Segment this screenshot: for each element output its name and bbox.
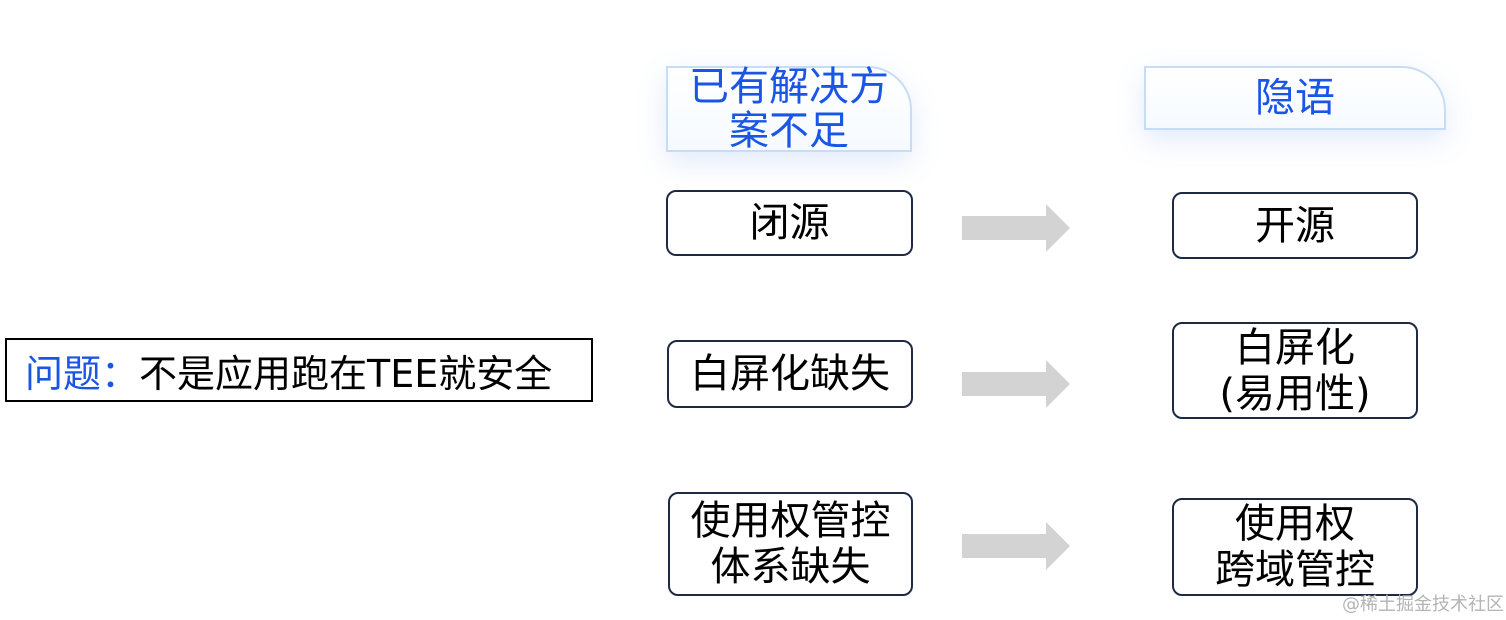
problem-text: 不是应用跑在TEE就安全 xyxy=(139,351,553,396)
left-item-no-usage-control: 使用权管控 体系缺失 xyxy=(668,492,913,596)
problem-prefix: 问题： xyxy=(25,351,140,396)
header-yinyu: 隐语 xyxy=(1144,66,1446,130)
right-arrow-icon xyxy=(962,204,1070,252)
problem-statement: 问题：不是应用跑在TEE就安全 xyxy=(5,338,593,402)
watermark: @稀土掘金技术社区 xyxy=(1342,594,1504,615)
arrow-shape xyxy=(962,522,1070,570)
right-arrow-icon xyxy=(962,360,1070,408)
header-existing-solutions: 已有解决方 案不足 xyxy=(666,65,912,153)
right-item-cross-domain-control: 使用权 跨域管控 xyxy=(1172,498,1418,596)
arrow-shape xyxy=(962,360,1070,408)
left-item-no-gui: 白屏化缺失 xyxy=(667,340,913,408)
right-item-open-source: 开源 xyxy=(1172,192,1418,259)
right-arrow-icon xyxy=(962,522,1070,570)
right-item-gui-usability: 白屏化 (易用性) xyxy=(1172,322,1418,419)
arrow-shape xyxy=(962,204,1070,252)
left-item-closed-source: 闭源 xyxy=(666,190,913,256)
